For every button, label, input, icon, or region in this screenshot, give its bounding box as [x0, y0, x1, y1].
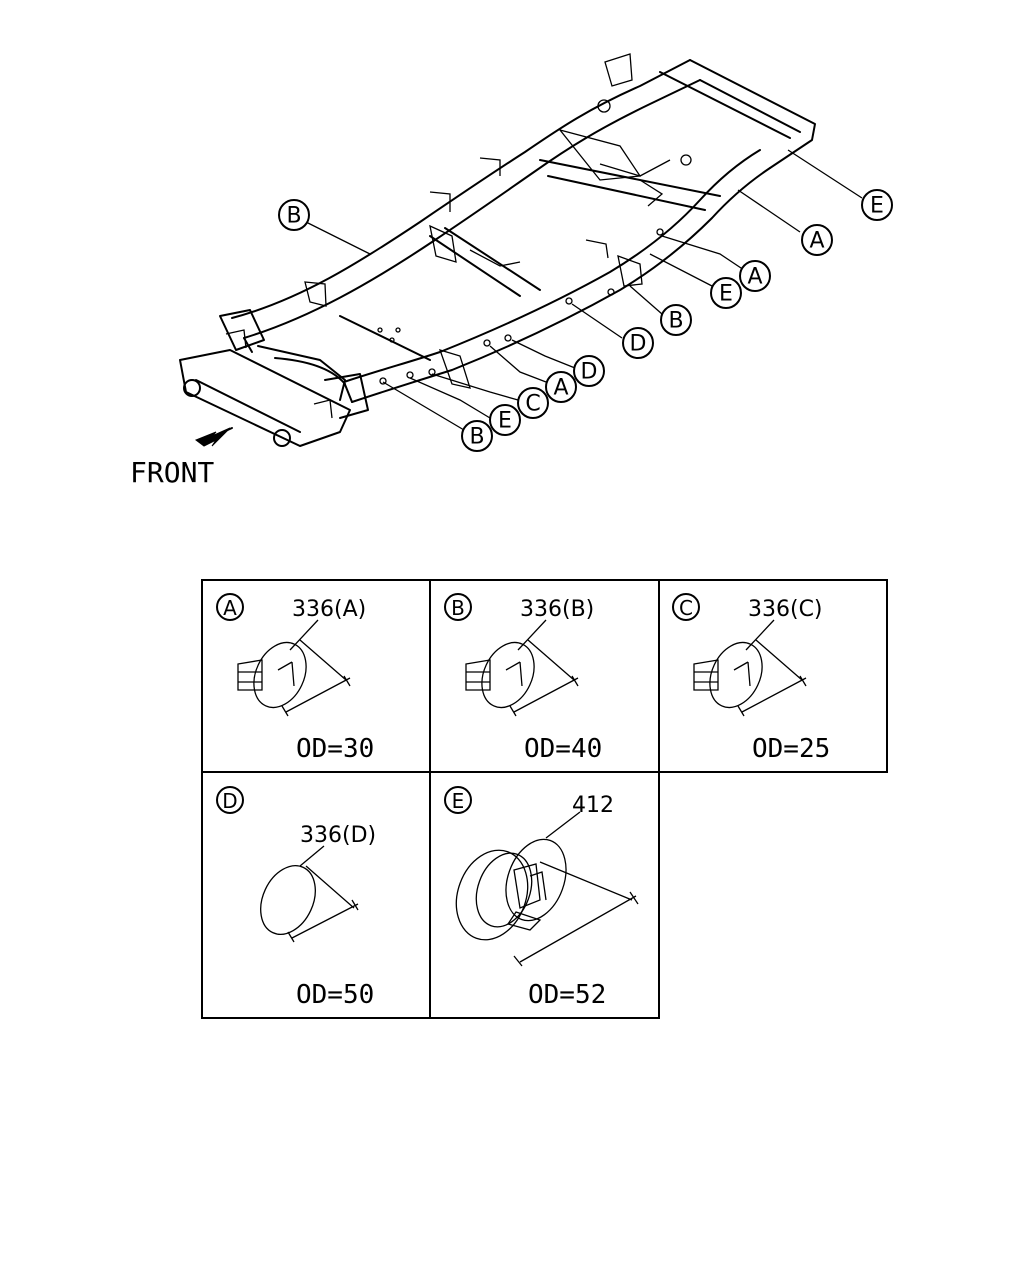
svg-text:B: B — [469, 425, 484, 450]
svg-text:C: C — [525, 392, 540, 417]
plug-grommet-icon — [693, 619, 807, 717]
plug-cell-a: A 336(A) OD=30 — [216, 593, 374, 764]
front-arrow-icon — [194, 427, 233, 447]
svg-text:B: B — [286, 204, 301, 229]
svg-text:D: D — [581, 360, 598, 385]
callout-b-front: B — [461, 420, 493, 452]
chassis-frame-drawing — [179, 53, 816, 447]
plug-letter: D — [222, 789, 237, 813]
callout-a-mid-right: A — [739, 260, 771, 292]
callout-d-mid: D — [622, 327, 654, 359]
plug-cell-c: C 336(C) OD=25 — [672, 593, 830, 764]
plug-cell-d: D 336(D) OD=50 — [216, 786, 376, 1010]
plug-outer-diameter: OD=25 — [752, 734, 830, 764]
plug-outer-diameter: OD=50 — [296, 980, 374, 1010]
callout-b-left-rail: B — [278, 199, 310, 231]
plug-letter: E — [452, 789, 465, 813]
front-label: FRONT — [130, 456, 214, 489]
plug-grommet-icon — [237, 619, 351, 717]
callout-b-mid-right: B — [660, 304, 692, 336]
callout-a-front: A — [545, 371, 577, 403]
plug-letter: B — [451, 596, 465, 620]
plug-part-number: 336(A) — [292, 597, 366, 622]
plug-letter: C — [679, 596, 693, 620]
plug-outer-diameter: OD=40 — [524, 734, 602, 764]
svg-text:D: D — [630, 332, 647, 357]
svg-text:E: E — [498, 409, 512, 434]
plug-outer-diameter: OD=52 — [528, 980, 606, 1010]
svg-text:E: E — [870, 194, 884, 219]
svg-text:E: E — [719, 282, 733, 307]
callout-d-front: D — [573, 355, 605, 387]
plug-cell-b: B 336(B) OD=40 — [444, 593, 602, 764]
frame-callout-bubbles: E A A E B D D A C E B B — [278, 189, 893, 452]
plug-outer-diameter: OD=30 — [296, 734, 374, 764]
svg-text:B: B — [668, 309, 683, 334]
plug-grommet-icon — [465, 619, 579, 717]
callout-e-mid-right: E — [710, 277, 742, 309]
plug-cell-e: E 412 OD=52 — [444, 786, 639, 1010]
svg-text:A: A — [747, 265, 762, 290]
callout-a-rear: A — [801, 224, 833, 256]
plug-part-number: 336(B) — [520, 597, 594, 622]
callout-c-front: C — [517, 387, 549, 419]
plug-part-number: 412 — [572, 793, 614, 818]
svg-text:A: A — [553, 376, 568, 401]
plug-clip-icon — [455, 811, 639, 967]
plug-disc-icon — [260, 845, 359, 943]
svg-text:A: A — [809, 229, 824, 254]
callout-e-rear: E — [861, 189, 893, 221]
callout-e-front: E — [489, 404, 521, 436]
callout-leaders — [305, 149, 863, 431]
plug-part-number: 336(C) — [748, 597, 823, 622]
plug-detail-table — [201, 579, 888, 1019]
plug-part-number: 336(D) — [300, 823, 376, 848]
plug-letter: A — [223, 596, 237, 620]
